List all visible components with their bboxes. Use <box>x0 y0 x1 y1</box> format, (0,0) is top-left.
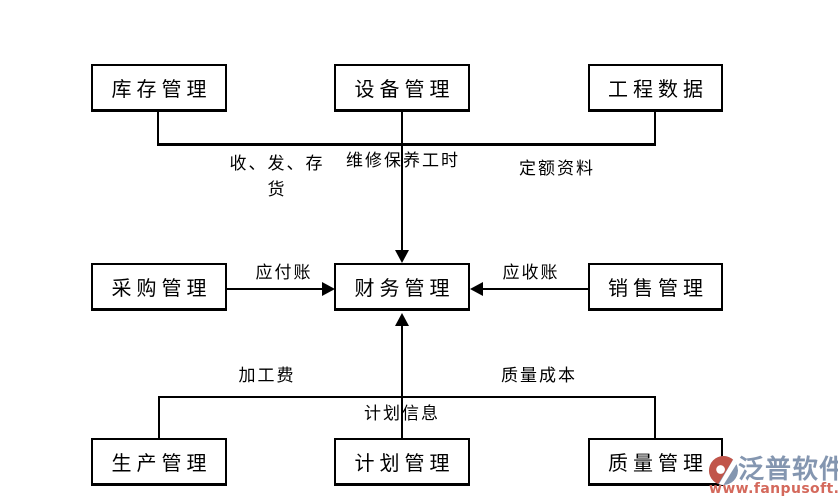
node-engineering-data: 工程数据 <box>588 64 723 112</box>
edge-label-maintenance-hours: 维修保养工时 <box>346 151 460 171</box>
connector-bottom-bus <box>158 396 656 398</box>
node-quality-management: 质量管理 <box>588 438 723 486</box>
connector-top-bus <box>157 143 656 146</box>
arrowhead-down-into-finance-top <box>395 250 409 263</box>
edge-label-accounts-receivable: 应收账 <box>502 263 560 283</box>
edge-label-inventory-flow-line1: 收、发、存 <box>229 154 325 174</box>
connector-sales-to-finance <box>483 288 588 290</box>
arrowhead-right-into-finance-left <box>322 282 335 296</box>
fanpu-logo-icon <box>708 455 739 486</box>
edge-label-inventory-flow-line2: 货 <box>267 180 287 200</box>
connector-planning-to-finance <box>401 324 403 438</box>
connector-quality-rise <box>654 396 656 438</box>
connector-production-rise <box>158 396 160 438</box>
fanpu-url-text: www.fanpusoft.com <box>709 481 838 497</box>
fanpu-brand-text: 泛普软件 <box>738 455 838 485</box>
fanpu-watermark: 泛普软件 www.fanpusoft.com <box>706 449 838 501</box>
node-equipment-management: 设备管理 <box>334 64 470 112</box>
edge-label-quota-data: 定额资料 <box>519 159 595 179</box>
edge-label-inventory-flow: 收、发、存 货 <box>217 151 337 203</box>
node-purchasing-management: 采购管理 <box>91 263 227 311</box>
arrowhead-up-into-finance-bottom <box>395 313 409 326</box>
edge-label-processing-fee: 加工费 <box>238 366 296 386</box>
arrowhead-left-into-finance-right <box>470 282 483 296</box>
node-inventory-management: 库存管理 <box>91 64 227 112</box>
node-sales-management: 销售管理 <box>588 263 723 311</box>
connector-inventory-drop <box>157 111 159 145</box>
edge-label-quality-cost: 质量成本 <box>501 366 577 386</box>
connector-engineering-drop <box>654 111 656 145</box>
edge-label-accounts-payable: 应付账 <box>255 263 313 283</box>
node-production-management: 生产管理 <box>91 438 227 486</box>
node-finance-management: 财务管理 <box>334 263 470 311</box>
connector-purchasing-to-finance <box>227 288 324 290</box>
node-planning-management: 计划管理 <box>334 438 470 486</box>
connector-equipment-to-finance <box>401 111 403 251</box>
